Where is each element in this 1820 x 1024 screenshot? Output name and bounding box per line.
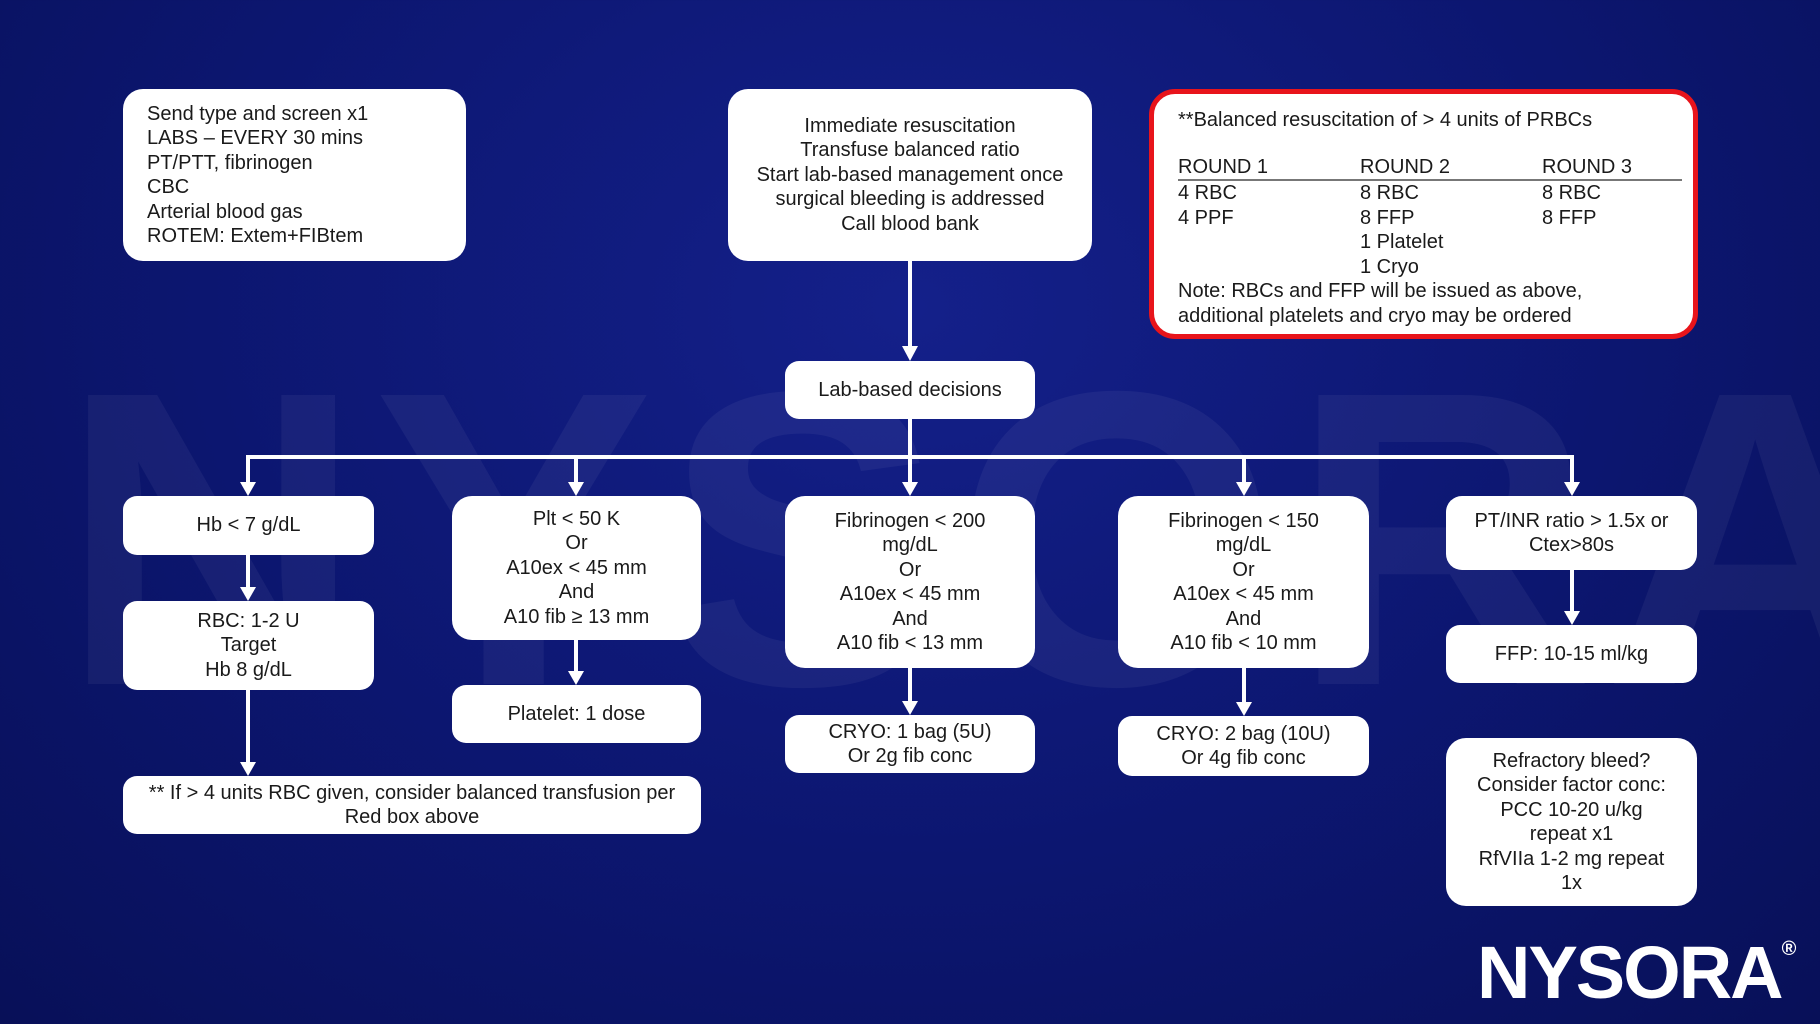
round-cell: 8 FFP bbox=[1360, 206, 1415, 229]
round-cell: 8 RBC bbox=[1360, 182, 1419, 204]
text-line: Or bbox=[1232, 558, 1255, 581]
text-line: A10 fib < 10 mm bbox=[1170, 632, 1317, 654]
round-cell bbox=[1542, 230, 1682, 255]
text-line: Refractory bleed? bbox=[1492, 749, 1651, 772]
text-line: Hb < 7 g/dL bbox=[196, 514, 301, 537]
ptinr-action-box: FFP: 10-15 ml/kg bbox=[1446, 625, 1697, 683]
text-line: surgical bleeding is addressed bbox=[775, 188, 1045, 211]
balanced-note: Note: RBCs and FFP will be issued as abo… bbox=[1178, 280, 1583, 327]
text-line: RBC: 1-2 U bbox=[197, 609, 300, 632]
text-line: Fibrinogen < 150 bbox=[1168, 509, 1319, 532]
text-line: And bbox=[1225, 607, 1262, 630]
text-line: RfVIIa 1-2 mg repeat bbox=[1478, 847, 1665, 870]
balanced-title: **Balanced resuscitation of > 4 units of… bbox=[1178, 109, 1593, 131]
refractory-box: Refractory bleed?Consider factor conc:PC… bbox=[1446, 738, 1697, 906]
text-line: Immediate resuscitation bbox=[804, 114, 1016, 137]
balanced-resuscitation-box: **Balanced resuscitation of > 4 units of… bbox=[1149, 89, 1698, 339]
text-line: Plt < 50 K bbox=[532, 507, 621, 530]
text-line: LABS – EVERY 30 mins bbox=[147, 127, 364, 149]
registered-mark: ® bbox=[1781, 938, 1797, 960]
round-cell: 8 FFP bbox=[1542, 206, 1597, 229]
text-line: Send type and screen x1 bbox=[147, 102, 369, 125]
text-line: Start lab-based management once bbox=[756, 163, 1064, 186]
round-cell: 4 RBC bbox=[1178, 182, 1237, 204]
text-line: PT/INR ratio > 1.5x or bbox=[1474, 509, 1669, 532]
round-cell: 8 RBC bbox=[1542, 182, 1601, 204]
text-line: Hb 8 g/dL bbox=[205, 658, 292, 681]
text-line: And bbox=[892, 607, 928, 630]
round-cell bbox=[1178, 255, 1360, 280]
logo-text: NYSORA bbox=[1477, 931, 1784, 1014]
round-cell bbox=[1542, 255, 1682, 280]
text-line: mg/dL bbox=[1215, 534, 1272, 556]
round-header: ROUND 3 bbox=[1542, 155, 1682, 181]
round-header: ROUND 2 bbox=[1360, 155, 1542, 181]
text-line: Red box above bbox=[344, 806, 480, 828]
text-line: PCC 10-20 u/kg bbox=[1500, 798, 1643, 821]
text-line: PT/PTT, fibrinogen bbox=[147, 151, 313, 174]
fib200-action-box: CRYO: 1 bag (5U)Or 2g fib conc bbox=[785, 715, 1035, 773]
text-line: Consider factor conc: bbox=[1477, 774, 1666, 796]
text-line: repeat x1 bbox=[1529, 823, 1614, 845]
fib150-action-box: CRYO: 2 bag (10U)Or 4g fib conc bbox=[1118, 716, 1369, 776]
text-line: FFP: 10-15 ml/kg bbox=[1494, 642, 1649, 665]
text-line: CRYO: 1 bag (5U) bbox=[828, 720, 992, 743]
round-header: ROUND 1 bbox=[1178, 155, 1360, 181]
text-line: A10ex < 45 mm bbox=[506, 556, 647, 579]
text-line: A10ex < 45 mm bbox=[839, 583, 981, 605]
round-cell: 1 Platelet bbox=[1360, 231, 1444, 253]
text-line: mg/dL bbox=[882, 534, 938, 556]
text-line: CRYO: 2 bag (10U) bbox=[1156, 722, 1331, 745]
hb-condition-box: Hb < 7 g/dL bbox=[123, 496, 374, 555]
text-line: Or 4g fib conc bbox=[1181, 747, 1306, 769]
lab-decisions-box: Lab-based decisions bbox=[785, 361, 1035, 419]
text-line: A10ex < 45 mm bbox=[1173, 583, 1314, 605]
round-cell: 4 PPF bbox=[1178, 206, 1234, 229]
text-line: Fibrinogen < 200 bbox=[834, 509, 986, 532]
text-line: A10 fib < 13 mm bbox=[836, 632, 984, 654]
text-line: Or bbox=[565, 532, 588, 555]
text-line: Platelet: 1 dose bbox=[507, 702, 646, 725]
text-line: Call blood bank bbox=[841, 212, 979, 235]
round-cell bbox=[1178, 230, 1360, 255]
text-line: ** If > 4 units RBC given, consider bala… bbox=[148, 781, 676, 804]
text-line: Lab-based decisions bbox=[818, 378, 1002, 401]
text-line: ROTEM: Extem+FIBtem bbox=[147, 225, 364, 247]
text-line: 1x bbox=[1560, 872, 1583, 894]
text-line: CBC bbox=[147, 176, 190, 198]
text-line: Ctex>80s bbox=[1528, 534, 1615, 556]
nysora-logo: NYSORA® bbox=[1477, 930, 1797, 1015]
round-cell: 1 Cryo bbox=[1360, 255, 1419, 278]
text-line: Transfuse balanced ratio bbox=[800, 139, 1020, 162]
text-line: A10 fib ≥ 13 mm bbox=[503, 605, 650, 628]
plt-action-box: Platelet: 1 dose bbox=[452, 685, 701, 743]
text-line: Arterial blood gas bbox=[147, 200, 303, 223]
text-line: Or bbox=[898, 558, 922, 581]
text-line: Target bbox=[220, 634, 277, 657]
rbc-note-box: ** If > 4 units RBC given, consider bala… bbox=[123, 776, 701, 834]
text-line: Or 2g fib conc bbox=[847, 745, 973, 767]
text-line: And bbox=[558, 581, 595, 604]
